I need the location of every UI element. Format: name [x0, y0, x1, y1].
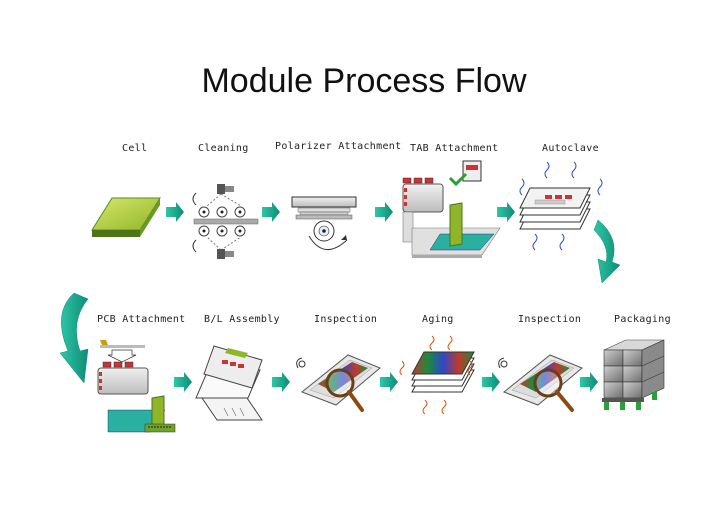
- polarizer-roller-icon: [291, 196, 357, 250]
- flow-arrow: [174, 372, 192, 392]
- step-label-inspection-2: Inspection: [518, 314, 582, 325]
- flow-arrow: [262, 202, 280, 222]
- pcb-bonding-icon: [97, 340, 176, 433]
- step-label-cleaning: Cleaning: [198, 143, 249, 154]
- step-label-bl-assembly: B/L Assembly: [204, 314, 280, 325]
- cleaning-rollers-icon: [192, 184, 259, 259]
- flow-arrow: [375, 202, 393, 222]
- magnifier-inspection-icon: [296, 354, 381, 412]
- step-label-cell: Cell: [122, 143, 148, 154]
- flow-arrow: [482, 372, 500, 392]
- step-label-packaging: Packaging: [614, 314, 671, 325]
- step-label-tab-attachment: TAB Attachment: [410, 143, 499, 154]
- aging-stack-icon: [399, 335, 475, 415]
- step-label-inspection-1: Inspection: [314, 314, 378, 325]
- magnifier-inspection-icon: [498, 354, 583, 412]
- flow-arrow: [580, 372, 598, 392]
- autoclave-stack-icon: [519, 161, 603, 251]
- step-label-polarizer-attachment: Polarizer Attachment: [275, 141, 402, 152]
- flow-arrow: [380, 372, 398, 392]
- step-label-pcb-attachment: PCB Attachment: [97, 314, 186, 325]
- tab-bonding-icon: [402, 160, 501, 258]
- lcd-cell-icon: [91, 197, 161, 237]
- curved-down-arrow: [593, 219, 621, 284]
- step-label-aging: Aging: [422, 314, 454, 325]
- page-title: Module Process Flow: [201, 62, 527, 100]
- step-label-autoclave: Autoclave: [542, 143, 599, 154]
- backlight-assembly-icon: [195, 345, 263, 421]
- curved-down-arrow-left: [59, 292, 89, 384]
- flow-arrow: [272, 372, 290, 392]
- boxes-pallet-icon: [602, 339, 665, 410]
- flow-arrow: [497, 202, 515, 222]
- flow-arrow: [166, 202, 184, 222]
